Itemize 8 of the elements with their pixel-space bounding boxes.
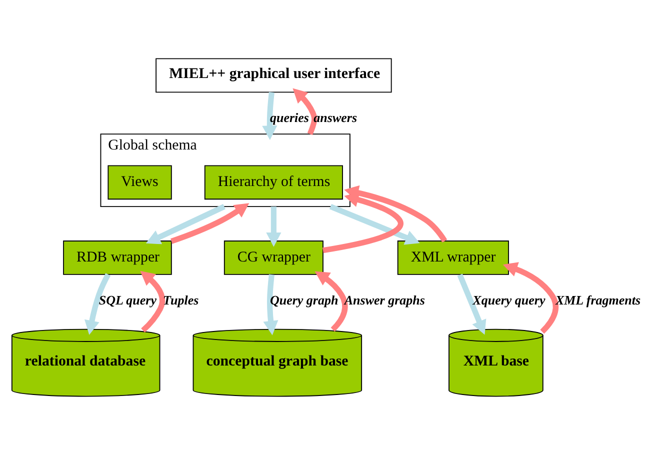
edge-label: queries xyxy=(270,110,309,126)
edge-label: Xquery query xyxy=(472,292,546,308)
edge-label: answers xyxy=(314,110,358,126)
edge-label: XML fragments xyxy=(555,292,641,308)
edge-label: Tuples xyxy=(163,292,199,308)
edge-label: SQL query xyxy=(98,292,157,308)
edge-label: Answer graphs xyxy=(344,292,425,308)
edge-label: Query graph xyxy=(270,292,338,308)
